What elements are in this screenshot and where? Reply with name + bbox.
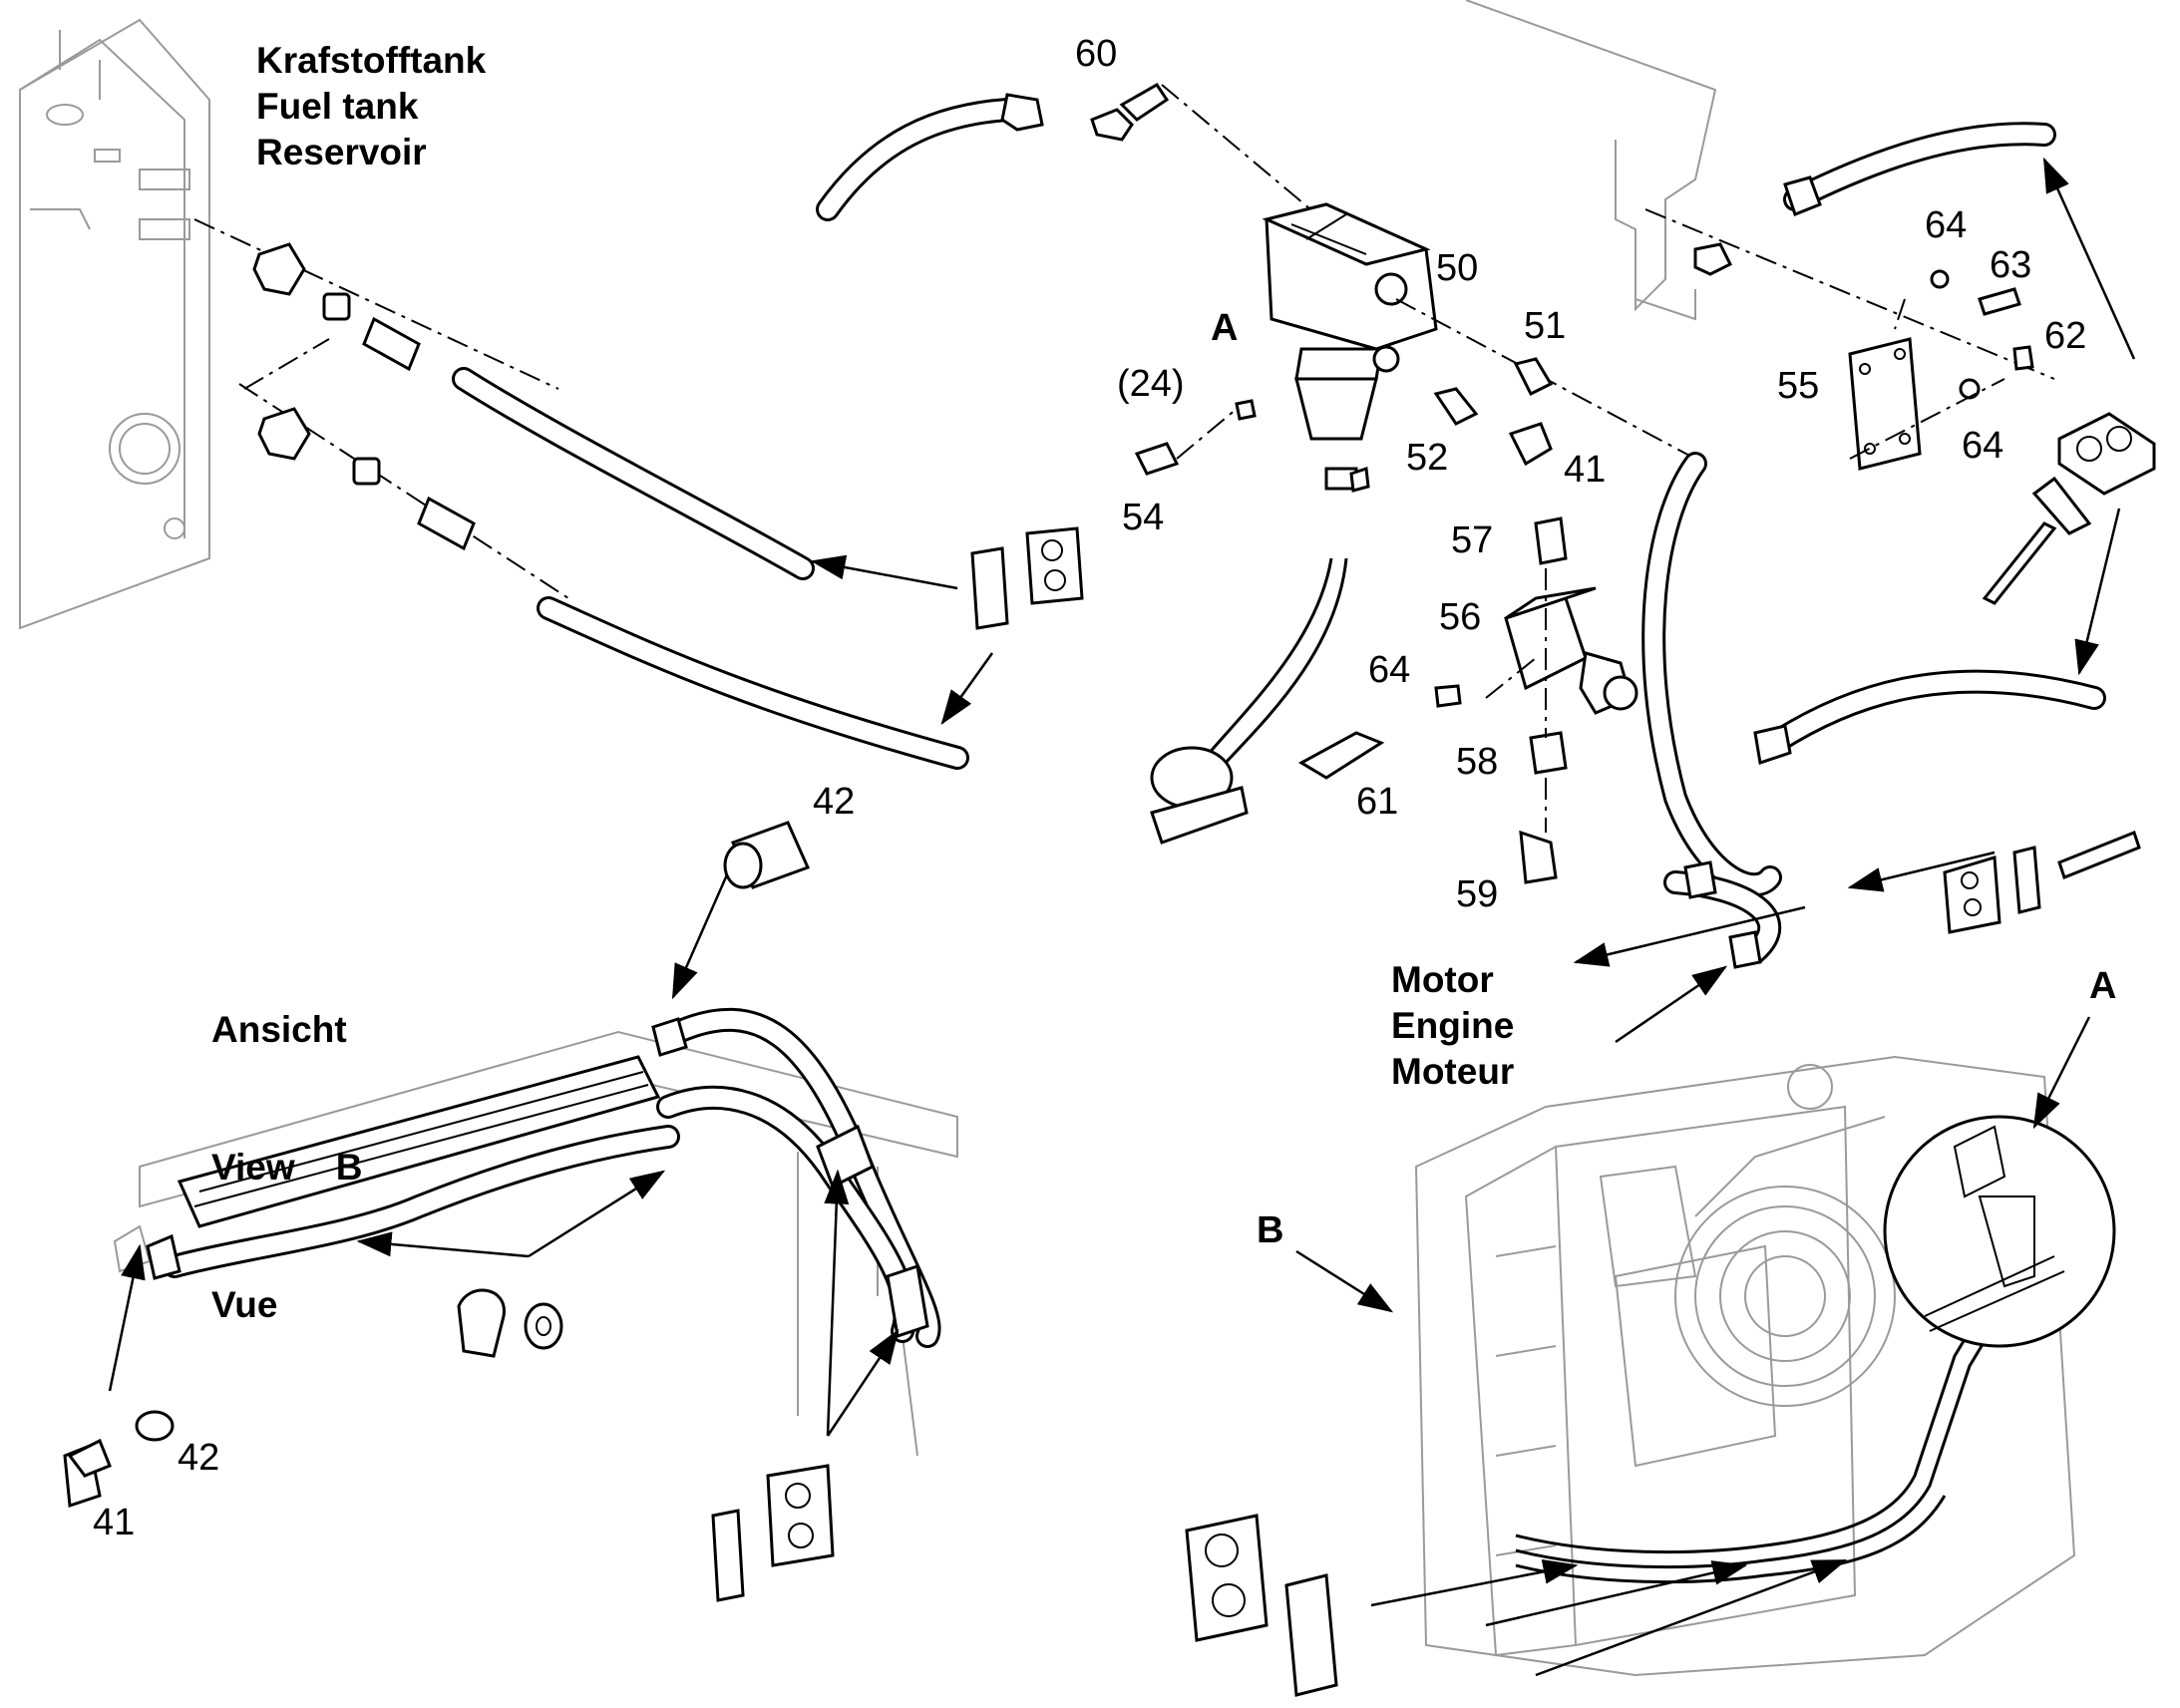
fuel-filter-50 [1262, 202, 1696, 493]
callout-24: (24) [1117, 363, 1185, 405]
engine-title-de: Motor [1391, 959, 1494, 1000]
fuel-tank-title-fr: Reservoir [256, 132, 427, 172]
hose-60 [816, 83, 1347, 240]
plate-55 [1848, 269, 2034, 471]
callout-51: 51 [1524, 305, 1567, 347]
callout-42-bottom: 42 [178, 1437, 220, 1479]
fitting-42-top [723, 821, 811, 889]
callout-50: 50 [1436, 247, 1479, 289]
fuel-tank-title: Krafstofftank Fuel tank Reservoir [256, 38, 486, 175]
engine-assembly [1295, 1016, 2116, 1677]
callout-41-bottom: 41 [93, 1502, 136, 1543]
callout-64-a: 64 [1925, 204, 1968, 246]
callout-59: 59 [1456, 873, 1499, 915]
callout-52: 52 [1406, 437, 1449, 479]
callout-60: 60 [1075, 33, 1118, 75]
callout-54: 54 [1122, 497, 1165, 538]
fuel-tank [19, 18, 210, 630]
clamp-block-4 [1185, 1514, 1848, 1697]
callout-41-top: 41 [1564, 449, 1607, 491]
distributor-56 [1297, 516, 1638, 884]
clamp-parts-view-b [63, 1288, 835, 1602]
view-b-title-fr: Vue [211, 1284, 278, 1325]
clamp-block-1 [970, 526, 1084, 630]
view-b-title: Ansicht View B Vue [211, 915, 363, 1374]
view-b-title-de: Ansicht [211, 1009, 347, 1050]
callout-58: 58 [1456, 741, 1499, 783]
return-hose [1641, 122, 2106, 969]
fuel-tank-title-de: Krafstofftank [256, 40, 487, 81]
bracket-top [1465, 0, 2055, 380]
engine-title-en: Engine [1391, 1005, 1515, 1046]
callout-b-view: B [1257, 1209, 1284, 1251]
callout-57: 57 [1451, 519, 1494, 561]
clamp-block-3 [1573, 831, 2141, 1044]
callout-55: 55 [1777, 365, 1820, 407]
filter-drain-hose [1150, 557, 1348, 845]
engine-title-fr: Moteur [1391, 1051, 1515, 1092]
fuel-hoses-tank [452, 367, 994, 770]
callout-42-top: 42 [813, 781, 856, 823]
view-b-title-en: View B [211, 1147, 363, 1188]
callout-56: 56 [1439, 596, 1482, 638]
fuel-tank-title-en: Fuel tank [256, 86, 419, 127]
clamp-block-2 [1982, 157, 2156, 676]
callout-a-top: A [1211, 307, 1239, 349]
callout-64-b: 64 [1962, 425, 2004, 467]
callout-63: 63 [1990, 244, 2032, 286]
tank-fittings [193, 218, 569, 599]
callout-62: 62 [2044, 315, 2087, 357]
callout-64-c: 64 [1368, 649, 1411, 691]
callout-a-view: A [2089, 965, 2117, 1007]
callout-61: 61 [1356, 781, 1399, 823]
cooler-hoses [108, 871, 941, 1437]
fittings-51-52-41 [1134, 357, 1554, 476]
engine-title: Motor Engine Moteur [1391, 957, 1514, 1095]
